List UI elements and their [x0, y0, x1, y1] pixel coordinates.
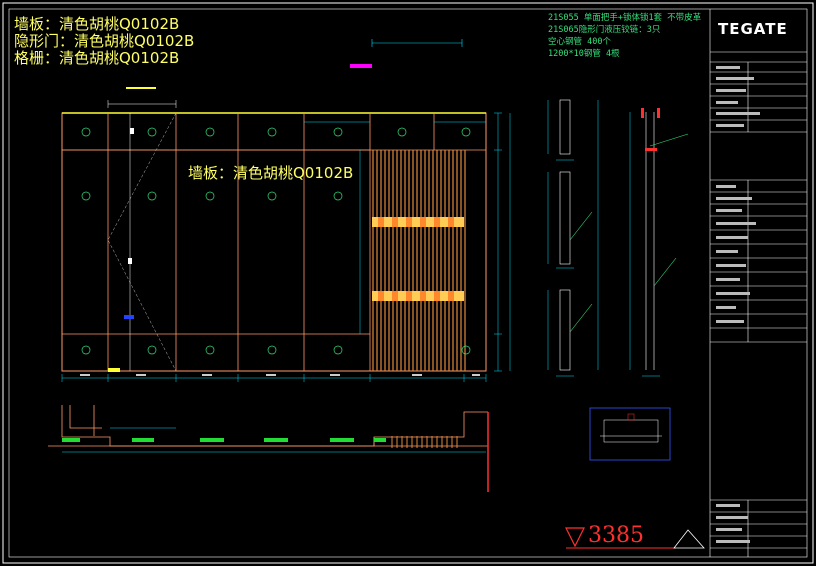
level-value: 3385: [588, 523, 644, 548]
inner-border: [8, 8, 808, 558]
legend-hidden-door: 隐形门：清色胡桃Q0102B: [14, 32, 195, 50]
title-block-entries: [716, 66, 760, 543]
level-triangle: [565, 527, 585, 548]
plan-view: [48, 405, 489, 492]
title-block: [709, 9, 807, 557]
hardware-notes: 21S055 单面把手+锁体锁1套 不带皮革 21S065隐形门液压铰链：3只 …: [548, 12, 701, 60]
section-details: [559, 99, 655, 371]
hidden-door: [107, 112, 177, 372]
fixing-symbols: [81, 127, 471, 355]
detail-box: [589, 407, 671, 461]
wall-outline: [61, 112, 487, 372]
section-symbol: [673, 529, 705, 549]
material-legend: 墙板：清色胡桃Q0102B 隐形门：清色胡桃Q0102B 格栅：清色胡桃Q010…: [14, 16, 194, 67]
elevation-wall-label: 墙板：清色胡桃Q0102B: [188, 164, 354, 182]
wood-grille: [372, 150, 466, 371]
legend-wall-panel: 墙板：清色胡桃Q0102B: [14, 15, 180, 33]
note-line-3: 空心钢管 400个: [548, 37, 611, 47]
note-line-2: 21S065隐形门液压铰链：3只: [548, 25, 661, 35]
top-dimension: [371, 39, 463, 47]
grille-rails: [372, 217, 464, 301]
magenta-marker: [350, 64, 372, 68]
plan-fixings: [62, 438, 386, 442]
plan-grille: [391, 436, 458, 448]
main-elevation: [61, 87, 511, 382]
legend-grille: 格栅：清色胡桃Q0102B: [14, 49, 180, 67]
note-line-1: 21S055 单面把手+锁体锁1套 不带皮革: [548, 13, 702, 23]
elevation-dimensions: [61, 112, 511, 382]
title-block-brand: TEGATE: [718, 20, 788, 38]
note-line-4: 1200*10钢管 4根: [548, 49, 620, 59]
